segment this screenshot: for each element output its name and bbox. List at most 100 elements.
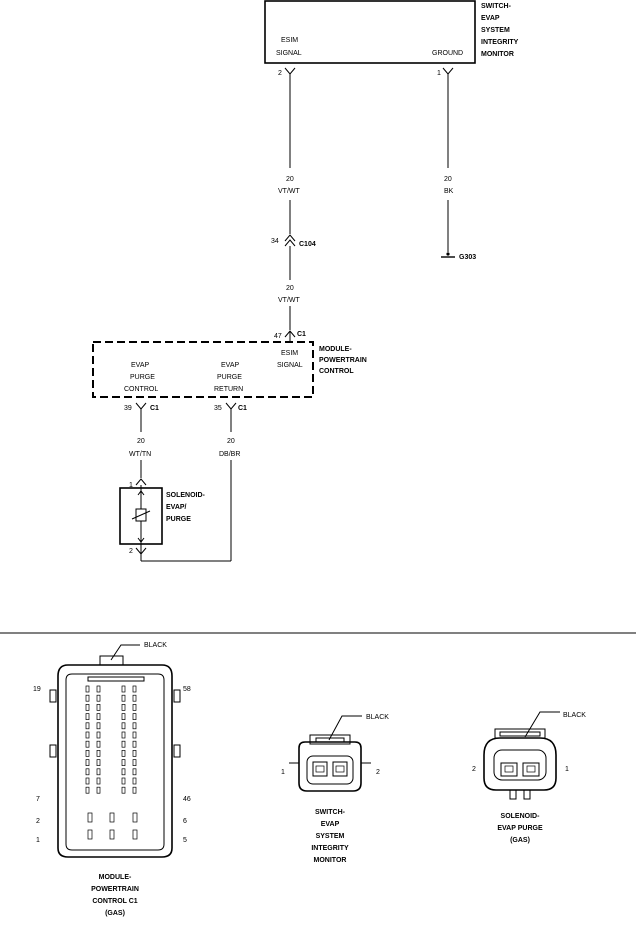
pcm-esim-label-2: SIGNAL — [277, 362, 303, 369]
pcm-c1-color-label: BLACK — [144, 642, 167, 649]
switch-monitor-name-4: INTEGRITY — [481, 39, 519, 46]
pcm-c1-pin-cavity — [96, 685, 101, 693]
pcm-c1-pin-cavity — [121, 777, 126, 785]
pcm-purge-control-connector: C1 — [150, 405, 159, 412]
pcm-purge-return-terminal — [225, 402, 237, 410]
switch-pin-esim-label-1: ESIM — [281, 37, 298, 44]
pcm-c1-pin-cavity — [96, 713, 101, 720]
pcm-c1-caption-1: MODULE- — [99, 874, 132, 881]
pcm-c1-pin-grid — [85, 685, 138, 840]
pcm-esim-label-1: ESIM — [281, 350, 298, 357]
pcm-c1-pin-cavity — [85, 704, 90, 711]
pcm-c1-pin-cavity — [132, 740, 137, 748]
wire-purge-control-gauge: 20 — [137, 438, 145, 445]
pcm-c1-pin-cavity — [121, 694, 126, 702]
pcm-c1-pin-cavity — [85, 768, 90, 776]
wire-ground-color: BK — [444, 188, 454, 195]
wire-esim-upper-gauge: 20 — [286, 176, 294, 183]
switch-pin-ground-label: GROUND — [432, 50, 463, 57]
switch-monitor-name-2: EVAP — [481, 15, 500, 22]
pcm-c1-pin-cavity — [85, 740, 90, 748]
pcm-c1-pin-cavity — [85, 731, 90, 739]
switch-monitor-name-1: SWITCH- — [481, 3, 512, 10]
switch-conn-leader — [328, 715, 362, 741]
pcm-c1-latch — [99, 655, 124, 666]
pcm-c1-pin-cavity — [85, 759, 90, 766]
pcm-c1-pin-label-58: 58 — [183, 686, 191, 693]
pcm-c1-pin-cavity — [132, 777, 137, 785]
switch-conn-color-label: BLACK — [366, 714, 389, 721]
pcm-c1-connector-view: BLACK 19 58 7 46 2 6 1 5 MODULE- POWERTR… — [33, 642, 191, 917]
solenoid-pin-bottom: 2 — [129, 548, 133, 555]
pcm-purge-control-label-3: CONTROL — [124, 386, 158, 393]
pcm-c1-pin-cavity-large — [109, 829, 115, 840]
pcm-c1-pin-cavity — [132, 759, 137, 766]
pcm-c1-pin-label-7: 7 — [36, 796, 40, 803]
pcm-c1-pin-cavity — [96, 777, 101, 785]
ground-symbol-icon — [441, 252, 455, 258]
switch-pin-esim-number: 2 — [278, 70, 282, 77]
solenoid-conn-cavity-1 — [500, 762, 518, 777]
wire-purge-control-color: WT/TN — [129, 451, 151, 458]
pcm-c1-pin-cavity — [96, 694, 101, 702]
switch-conn-housing — [298, 741, 362, 792]
pcm-c1-pin-label-5: 5 — [183, 837, 187, 844]
pcm-c1-pin-cavity — [132, 685, 137, 693]
solenoid-component: 1 2 SOLENOID- EVAP/ PURGE — [119, 478, 206, 561]
pcm-c1-pin-cavity — [85, 777, 90, 785]
switch-monitor-component: SWITCH- EVAP SYSTEM INTEGRITY MONITOR ES… — [264, 0, 519, 64]
pcm-purge-control-terminal — [135, 402, 147, 410]
pcm-purge-return-label-1: EVAP — [221, 362, 239, 369]
switch-ground-terminal — [442, 67, 454, 75]
wire-purge-return-gauge: 20 — [227, 438, 235, 445]
pcm-purge-control-label-1: EVAP — [131, 362, 149, 369]
pcm-c1-pin-cavity — [85, 685, 90, 693]
pcm-c1-pin-cavity — [132, 750, 137, 757]
switch-conn-pin-right: 2 — [376, 769, 380, 776]
c104-pin: 34 — [271, 238, 279, 245]
pcm-c1-pin-cavity — [85, 750, 90, 757]
solenoid-name-2: EVAP/ — [166, 504, 187, 511]
solenoid-conn-caption-1: SOLENOID- — [501, 813, 541, 820]
pcm-c1-pin-cavity — [96, 740, 101, 748]
pcm-c1-pin-label-46: 46 — [183, 796, 191, 803]
switch-conn-caption-2: EVAP — [321, 821, 340, 828]
pcm-c1-pin-cavity — [132, 713, 137, 720]
pcm-purge-control-label-2: PURGE — [130, 374, 155, 381]
wire-esim-upper-color: VT/WT — [278, 188, 300, 195]
solenoid-conn-leader — [524, 711, 560, 738]
pcm-c1-pin-cavity — [121, 759, 126, 766]
pcm-c1-pin-cavity — [132, 768, 137, 776]
pcm-purge-return-pin: 35 — [214, 405, 222, 412]
solenoid-purge-connector-view: BLACK 2 1 SOLENOID- EVAP PURGE (GAS) — [472, 711, 586, 844]
pcm-c1-pin-label-2: 2 — [36, 818, 40, 825]
ground-label: G303 — [459, 254, 476, 261]
pcm-c1-caption-4: (GAS) — [105, 910, 125, 917]
pcm-c1-pin-cavity — [85, 722, 90, 730]
pcm-c1-pin-cavity — [85, 786, 90, 794]
pcm-purge-return-label-2: PURGE — [217, 374, 242, 381]
pcm-c1-pin-cavity — [96, 786, 101, 794]
switch-conn-cavity-1 — [312, 761, 328, 777]
pcm-c1-pin-cavity — [132, 786, 137, 794]
pcm-c1-pin-cavity — [96, 731, 101, 739]
pcm-c1-pin-label-1: 1 — [36, 837, 40, 844]
wire-esim-lower-gauge: 20 — [286, 285, 294, 292]
pcm-box — [92, 341, 314, 398]
pcm-c1-pin-cavity — [121, 786, 126, 794]
solenoid-conn-housing — [483, 737, 557, 791]
pcm-c1-pin-cavity — [121, 768, 126, 776]
pcm-c1-pin-label-6: 6 — [183, 818, 187, 825]
pcm-c1-leader — [110, 644, 140, 661]
pcm-c1-pin-cavity — [132, 704, 137, 711]
solenoid-name-1: SOLENOID- — [166, 492, 206, 499]
pcm-c1-pin-cavity — [132, 731, 137, 739]
solenoid-pin-top: 1 — [129, 482, 133, 489]
solenoid-conn-pin-right: 1 — [565, 766, 569, 773]
pcm-esim-connector: C1 — [297, 331, 306, 338]
solenoid-conn-caption-2: EVAP PURGE — [497, 825, 543, 832]
pcm-name-1: MODULE- — [319, 346, 352, 353]
wire-esim-lower-color: VT/WT — [278, 297, 300, 304]
pcm-c1-pin-cavity — [96, 768, 101, 776]
